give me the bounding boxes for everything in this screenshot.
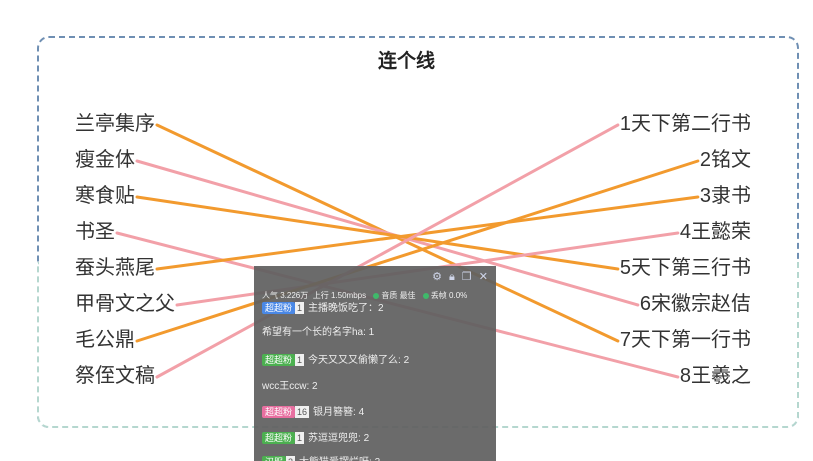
overlay-toolbar: ⚙ 🔒︎ ❐ ✕ bbox=[432, 271, 488, 283]
right-item-6[interactable]: 6宋徽宗赵佶 bbox=[639, 293, 751, 315]
left-item-4[interactable]: 书圣 bbox=[75, 221, 115, 243]
fan-level: 1 bbox=[295, 354, 305, 367]
fan-level: 1 bbox=[295, 302, 305, 315]
right-item-3[interactable]: 3隶书 bbox=[699, 185, 751, 207]
audio-label: 音质 bbox=[381, 291, 398, 300]
chat-message-text: 今天又又又偷懒了么: 2 bbox=[308, 355, 410, 366]
left-item-2[interactable]: 瘦金体 bbox=[75, 149, 135, 171]
fan-badge: 超超粉 bbox=[262, 354, 296, 367]
fan-level: 2 bbox=[286, 456, 296, 461]
lock-icon[interactable]: 🔒︎ bbox=[449, 271, 455, 283]
chat-message-text: 银月簪簪: 4 bbox=[313, 407, 365, 418]
right-item-1[interactable]: 1天下第二行书 bbox=[619, 113, 751, 135]
left-item-7[interactable]: 毛公鼎 bbox=[75, 329, 135, 351]
right-item-4[interactable]: 4王懿荣 bbox=[679, 221, 751, 243]
left-item-1[interactable]: 兰亭集序 bbox=[75, 113, 155, 135]
fan-badge: 汉服 bbox=[262, 456, 287, 461]
fan-level: 16 bbox=[295, 406, 310, 419]
upload-value: 1.50mbps bbox=[330, 291, 367, 300]
right-item-2[interactable]: 2铭文 bbox=[699, 149, 751, 171]
settings-icon[interactable]: ⚙ bbox=[432, 271, 443, 283]
right-item-5[interactable]: 5天下第三行书 bbox=[619, 257, 751, 279]
audio-value: 最佳 bbox=[399, 291, 416, 300]
left-item-5[interactable]: 蚕头燕尾 bbox=[75, 257, 155, 279]
popularity-value: 3.226万 bbox=[280, 291, 309, 300]
right-item-8[interactable]: 8王羲之 bbox=[679, 365, 751, 387]
frame-loss-value: 0.0% bbox=[449, 291, 468, 300]
fan-badge: 超超粉 bbox=[262, 432, 296, 445]
chat-message-text: 希望有一个长的名字ha: 1 bbox=[262, 327, 375, 338]
fan-badge: 超超粉 bbox=[262, 406, 296, 419]
chat-message: 希望有一个长的名字ha: 1 bbox=[262, 326, 374, 340]
chat-message: 汉服2大熊猫爱摆烂呀: 2 bbox=[262, 456, 380, 461]
stream-stats: 人气 3.226万 上行 1.50mbps 音质 最佳 丢帧 0.0% bbox=[262, 290, 467, 301]
chat-message: wcc王ccw: 2 bbox=[262, 380, 318, 394]
left-item-6[interactable]: 甲骨文之父 bbox=[75, 293, 175, 315]
live-chat-overlay: ⚙ 🔒︎ ❐ ✕ 人气 3.226万 上行 1.50mbps 音质 最佳 丢帧 … bbox=[254, 266, 496, 461]
chat-message-text: 大熊猫爱摆烂呀: 2 bbox=[299, 457, 380, 461]
copy-icon[interactable]: ❐ bbox=[461, 271, 472, 283]
upload-label: 上行 bbox=[312, 291, 329, 300]
chat-message-text: 主播晚饭吃了：2 bbox=[308, 303, 384, 314]
fan-badge: 超超粉 bbox=[262, 302, 296, 315]
right-item-7[interactable]: 7天下第一行书 bbox=[619, 329, 751, 351]
frame-loss-status-icon bbox=[422, 292, 429, 299]
page-title: 连个线 bbox=[377, 51, 435, 72]
close-icon[interactable]: ✕ bbox=[478, 271, 488, 283]
chat-message-text: wcc王ccw: 2 bbox=[262, 381, 318, 392]
popularity-label: 人气 bbox=[262, 291, 278, 300]
left-item-3[interactable]: 寒食贴 bbox=[75, 185, 135, 207]
chat-message-text: 苏逗逗兜兜: 2 bbox=[308, 433, 370, 444]
frame-loss-label: 丢帧 bbox=[430, 291, 447, 300]
audio-status-icon bbox=[373, 292, 380, 299]
left-item-8[interactable]: 祭侄文稿 bbox=[75, 365, 155, 387]
fan-level: 1 bbox=[295, 432, 305, 445]
